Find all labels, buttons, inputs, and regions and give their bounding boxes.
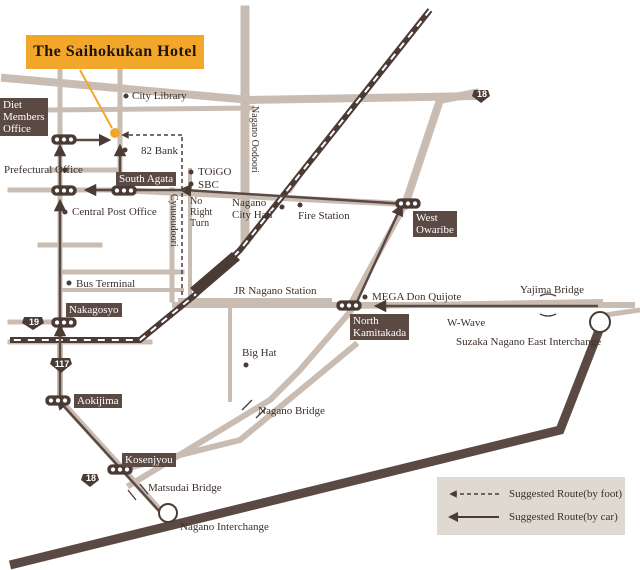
matsudai-bridge-label: Matsudai Bridge bbox=[148, 482, 222, 494]
suzaka-interchange-label: Suzaka Nagano East Interchange bbox=[456, 336, 602, 348]
diet-members-office-label: Diet Members Office bbox=[0, 98, 48, 136]
poi-dots bbox=[62, 93, 368, 368]
yajima-bridge-label: Yajima Bridge bbox=[520, 284, 584, 296]
jr-railway bbox=[10, 8, 433, 343]
nagano-interchange-label: Nagano Interchange bbox=[180, 521, 269, 533]
legend-car-label: Suggested Route(by car) bbox=[509, 511, 618, 523]
foot-route bbox=[121, 131, 183, 295]
diet-line-3: Office bbox=[3, 123, 31, 135]
traffic-light-icon bbox=[51, 185, 77, 196]
hotel-pointer bbox=[79, 69, 113, 129]
big-hat-label: Big Hat bbox=[242, 347, 277, 359]
no-right-turn-line-1: No bbox=[190, 196, 203, 207]
diet-line-2: Members bbox=[3, 111, 45, 123]
no-right-turn-line-3: Turn bbox=[190, 218, 210, 229]
interchanges bbox=[158, 311, 611, 523]
route-19-shield-icon bbox=[22, 317, 44, 330]
central-post-office-label: Central Post Office bbox=[72, 206, 157, 218]
west-owaribe-label: West Owaribe bbox=[413, 211, 457, 237]
traffic-light-icon bbox=[51, 134, 77, 145]
route-117-shield-icon bbox=[50, 358, 72, 373]
route-18-shield-icon bbox=[472, 90, 490, 103]
route-19-number: 19 bbox=[28, 317, 39, 327]
w-wave-label: W-Wave bbox=[447, 317, 486, 329]
no-right-turn-label: No Right Turn bbox=[190, 196, 212, 229]
matsudai-bridge-icon bbox=[127, 483, 149, 501]
route-18-shield-icon bbox=[81, 474, 99, 487]
hotel-marker-icon bbox=[110, 128, 120, 138]
nagano-city-hall-label: Nagano City Hall bbox=[232, 197, 273, 221]
nagano-bridge-icon bbox=[241, 399, 267, 419]
aokijima-label: Aokijima bbox=[74, 394, 122, 408]
north-kamitakada-line-1: North bbox=[353, 315, 379, 327]
legend-lines bbox=[448, 490, 499, 522]
south-agata-label: South Agata bbox=[116, 172, 177, 186]
mega-don-quijote-label: MEGA Don Quijote bbox=[372, 291, 462, 303]
traffic-light-icon bbox=[107, 464, 133, 475]
nagano-bridge-label: Nagano Bridge bbox=[258, 405, 325, 417]
nagano-interchange-icon bbox=[158, 503, 178, 523]
expressway bbox=[8, 307, 640, 570]
diet-line-1: Diet bbox=[3, 99, 22, 111]
bridges bbox=[127, 293, 557, 501]
nakagosyo-label: Nakagosyo bbox=[66, 303, 122, 317]
west-owaribe-line-1: West bbox=[416, 212, 438, 224]
traffic-light-icon bbox=[336, 300, 362, 311]
toigo-label: TOiGO bbox=[198, 166, 232, 178]
legend: Suggested Route(by foot) Suggested Route… bbox=[437, 477, 625, 535]
suzaka-interchange-icon bbox=[589, 311, 611, 333]
north-kamitakada-label: North Kamitakada bbox=[350, 314, 410, 340]
hotel-title: The Saihokukan Hotel bbox=[26, 35, 204, 69]
no-right-turn-line-2: Right bbox=[190, 207, 213, 218]
traffic-light-icon bbox=[45, 395, 71, 406]
route-18-number: 18 bbox=[476, 89, 487, 99]
sbc-label: SBC bbox=[198, 179, 219, 191]
traffic-light-icon bbox=[395, 198, 421, 209]
route-18-number: 18 bbox=[85, 473, 96, 483]
traffic-lights bbox=[45, 134, 421, 475]
city-hall-line-2: City Hall bbox=[232, 209, 273, 221]
north-kamitakada-line-2: Kamitakada bbox=[353, 327, 407, 339]
jr-nagano-station-label: JR Nagano Station bbox=[234, 285, 317, 297]
bank-82-label: 82 Bank bbox=[141, 145, 178, 157]
fire-station-label: Fire Station bbox=[298, 210, 350, 222]
nagano-oodoori-label: Nagano Oodoori bbox=[249, 106, 260, 173]
route-117-number: 117 bbox=[54, 359, 70, 369]
yajima-bridge-icon bbox=[539, 293, 557, 317]
route-shields bbox=[22, 90, 490, 487]
bus-terminal-label: Bus Terminal bbox=[76, 278, 136, 290]
legend-foot-label: Suggested Route(by foot) bbox=[509, 488, 623, 500]
cyuuoudoori-label: Cyuuoudoori bbox=[168, 194, 179, 247]
prefectural-office-label: Prefectural Office bbox=[4, 164, 83, 176]
city-library-label: City Library bbox=[132, 90, 187, 102]
kosenjyou-label: Kosenjyou bbox=[122, 453, 176, 467]
west-owaribe-line-2: Owaribe bbox=[416, 224, 454, 236]
traffic-light-icon bbox=[111, 185, 137, 196]
traffic-light-icon bbox=[51, 317, 77, 328]
city-hall-line-1: Nagano bbox=[232, 197, 267, 209]
